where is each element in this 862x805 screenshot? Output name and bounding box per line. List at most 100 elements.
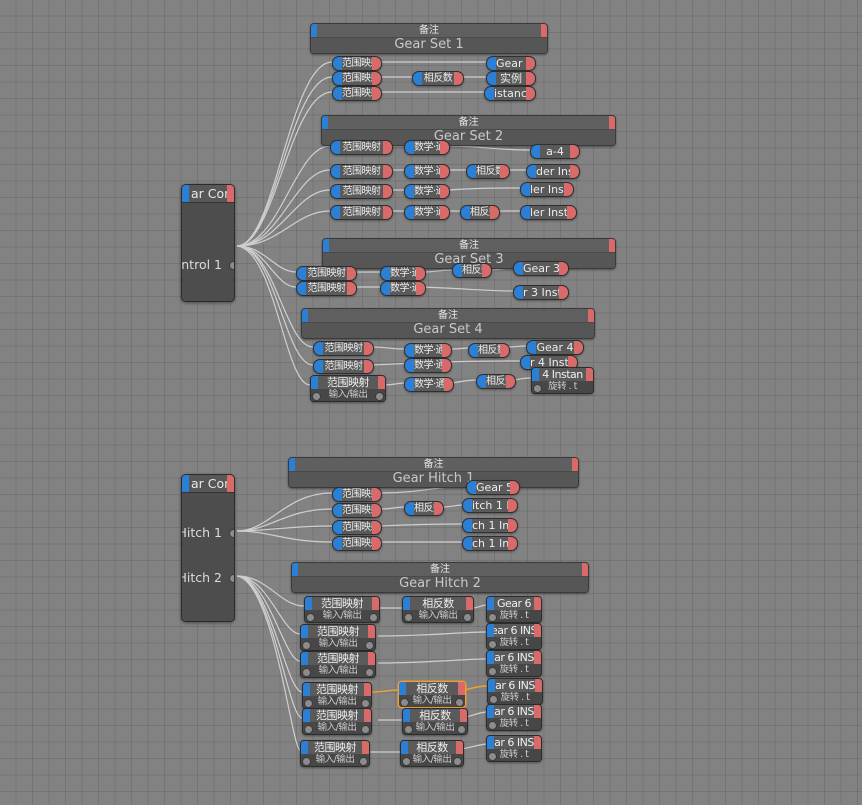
output-socket[interactable] — [510, 481, 519, 494]
input-socket[interactable] — [488, 679, 495, 692]
input-socket[interactable] — [401, 741, 408, 754]
negate-node[interactable]: 相反数 — [476, 374, 516, 389]
property-input-socket[interactable] — [400, 697, 409, 707]
output-socket[interactable] — [534, 651, 541, 664]
input-socket[interactable] — [301, 625, 308, 638]
input-socket[interactable] — [333, 57, 342, 70]
input-socket[interactable] — [314, 342, 323, 355]
input-socket[interactable] — [461, 206, 470, 219]
input-socket[interactable] — [302, 309, 308, 322]
gear-target-node[interactable]: ch 1 Ins — [462, 518, 518, 533]
input-socket[interactable] — [527, 341, 536, 354]
input-socket[interactable] — [333, 488, 342, 501]
math-node[interactable]: 数学·通 — [404, 164, 450, 179]
note-gear-set-2[interactable]: 备注 Gear Set 2 — [321, 115, 616, 146]
output-socket[interactable] — [490, 206, 499, 219]
output-socket[interactable] — [534, 624, 541, 637]
output-socket[interactable] — [582, 563, 588, 576]
input-socket[interactable] — [331, 141, 340, 154]
math-node[interactable]: 数学·通 — [404, 377, 454, 392]
output-socket[interactable] — [574, 341, 583, 354]
property-input-socket[interactable] — [304, 698, 313, 708]
property-input-socket[interactable] — [302, 640, 311, 650]
input-socket[interactable] — [405, 206, 414, 219]
node-property-row[interactable]: 旋转 . t — [487, 610, 541, 622]
range-map-node[interactable]: 范围映射 — [313, 359, 374, 374]
math-node[interactable]: 数学·通 — [404, 140, 450, 155]
range-map-node-expanded[interactable]: 范围映射 输入/输出 — [310, 375, 386, 402]
output-socket[interactable] — [559, 262, 568, 275]
output-socket[interactable] — [347, 267, 356, 280]
input-socket[interactable] — [521, 183, 530, 196]
output-socket[interactable] — [460, 709, 467, 722]
gear-target-node[interactable]: ler Insta — [520, 182, 574, 197]
output-socket[interactable] — [372, 597, 379, 610]
input-socket[interactable] — [413, 72, 422, 85]
property-input-socket[interactable] — [488, 612, 497, 622]
node-property-row[interactable]: 旋转 . t — [532, 381, 593, 393]
output-socket[interactable] — [526, 87, 535, 100]
output-socket[interactable] — [444, 378, 453, 391]
input-socket[interactable] — [303, 683, 310, 696]
input-socket[interactable] — [532, 368, 539, 381]
negate-node[interactable]: 相反数 — [404, 501, 444, 516]
input-socket[interactable] — [403, 709, 410, 722]
output-socket[interactable] — [442, 359, 451, 372]
input-socket[interactable] — [453, 264, 462, 277]
math-node[interactable]: 数学·通 — [404, 184, 450, 199]
output-socket[interactable] — [372, 57, 381, 70]
property-input-socket[interactable] — [488, 720, 497, 730]
output-socket[interactable] — [458, 682, 465, 695]
input-socket[interactable] — [487, 72, 496, 85]
input-socket[interactable] — [399, 682, 406, 695]
negate-node[interactable]: 相反数 — [466, 164, 510, 179]
output-socket[interactable] — [526, 57, 535, 70]
output-socket[interactable] — [383, 185, 392, 198]
output-row-control-1[interactable]: ntrol 1 — [182, 257, 234, 272]
property-input-socket[interactable] — [488, 639, 497, 649]
input-socket[interactable] — [487, 651, 494, 664]
output-socket[interactable] — [508, 519, 517, 532]
output-socket[interactable] — [506, 375, 515, 388]
range-map-node[interactable]: 范围映射 — [330, 164, 393, 179]
output-socket[interactable] — [456, 741, 463, 754]
node-property-row[interactable]: 输入/输出 — [301, 754, 369, 766]
input-socket[interactable] — [333, 537, 342, 550]
input-socket[interactable] — [292, 563, 298, 576]
negate-node-expanded[interactable]: 相反数 输入/输出 — [402, 596, 474, 623]
range-map-node-expanded[interactable]: 范围映射 输入/输出 — [304, 596, 380, 623]
output-socket[interactable] — [508, 499, 517, 512]
gear-control-node-2[interactable]: ar Cont Hitch 1 Hitch 2 — [181, 474, 235, 622]
output-socket[interactable] — [362, 741, 369, 754]
output-socket[interactable] — [434, 502, 443, 515]
output-socket[interactable] — [372, 87, 381, 100]
gear-target-node[interactable]: der Inst — [526, 164, 580, 179]
range-map-node[interactable]: 范围映射 — [330, 184, 393, 199]
property-input-socket[interactable] — [302, 667, 311, 677]
input-socket[interactable] — [521, 356, 530, 369]
input-socket[interactable] — [333, 504, 342, 517]
input-socket[interactable] — [487, 705, 494, 718]
input-socket[interactable] — [487, 624, 494, 637]
input-socket[interactable] — [463, 519, 472, 532]
output-row-hitch-1[interactable]: Hitch 1 — [182, 525, 234, 540]
input-socket[interactable] — [297, 267, 306, 280]
gear-target-node-expanded[interactable]: ar 6 INS 旋转 . t — [486, 704, 542, 731]
output-socket[interactable] — [570, 145, 579, 158]
note-gear-set-4[interactable]: 备注 Gear Set 4 — [301, 308, 595, 339]
output-socket[interactable] — [559, 286, 568, 299]
output-socket[interactable] — [368, 652, 375, 665]
output-socket[interactable] — [440, 206, 449, 219]
gear-target-node[interactable]: Gear 3 — [513, 261, 569, 276]
input-socket[interactable] — [485, 87, 494, 100]
output-socket[interactable] — [440, 185, 449, 198]
input-socket[interactable] — [405, 141, 414, 154]
input-socket[interactable] — [381, 282, 390, 295]
property-input-socket[interactable] — [302, 756, 311, 766]
gear-target-node[interactable]: istance — [484, 86, 536, 101]
input-socket[interactable] — [311, 376, 318, 389]
input-socket[interactable] — [182, 475, 189, 492]
input-socket[interactable] — [487, 57, 496, 70]
input-socket[interactable] — [405, 502, 414, 515]
gear-target-node-expanded[interactable]: ar 6 INS 旋转 . t — [486, 650, 542, 677]
